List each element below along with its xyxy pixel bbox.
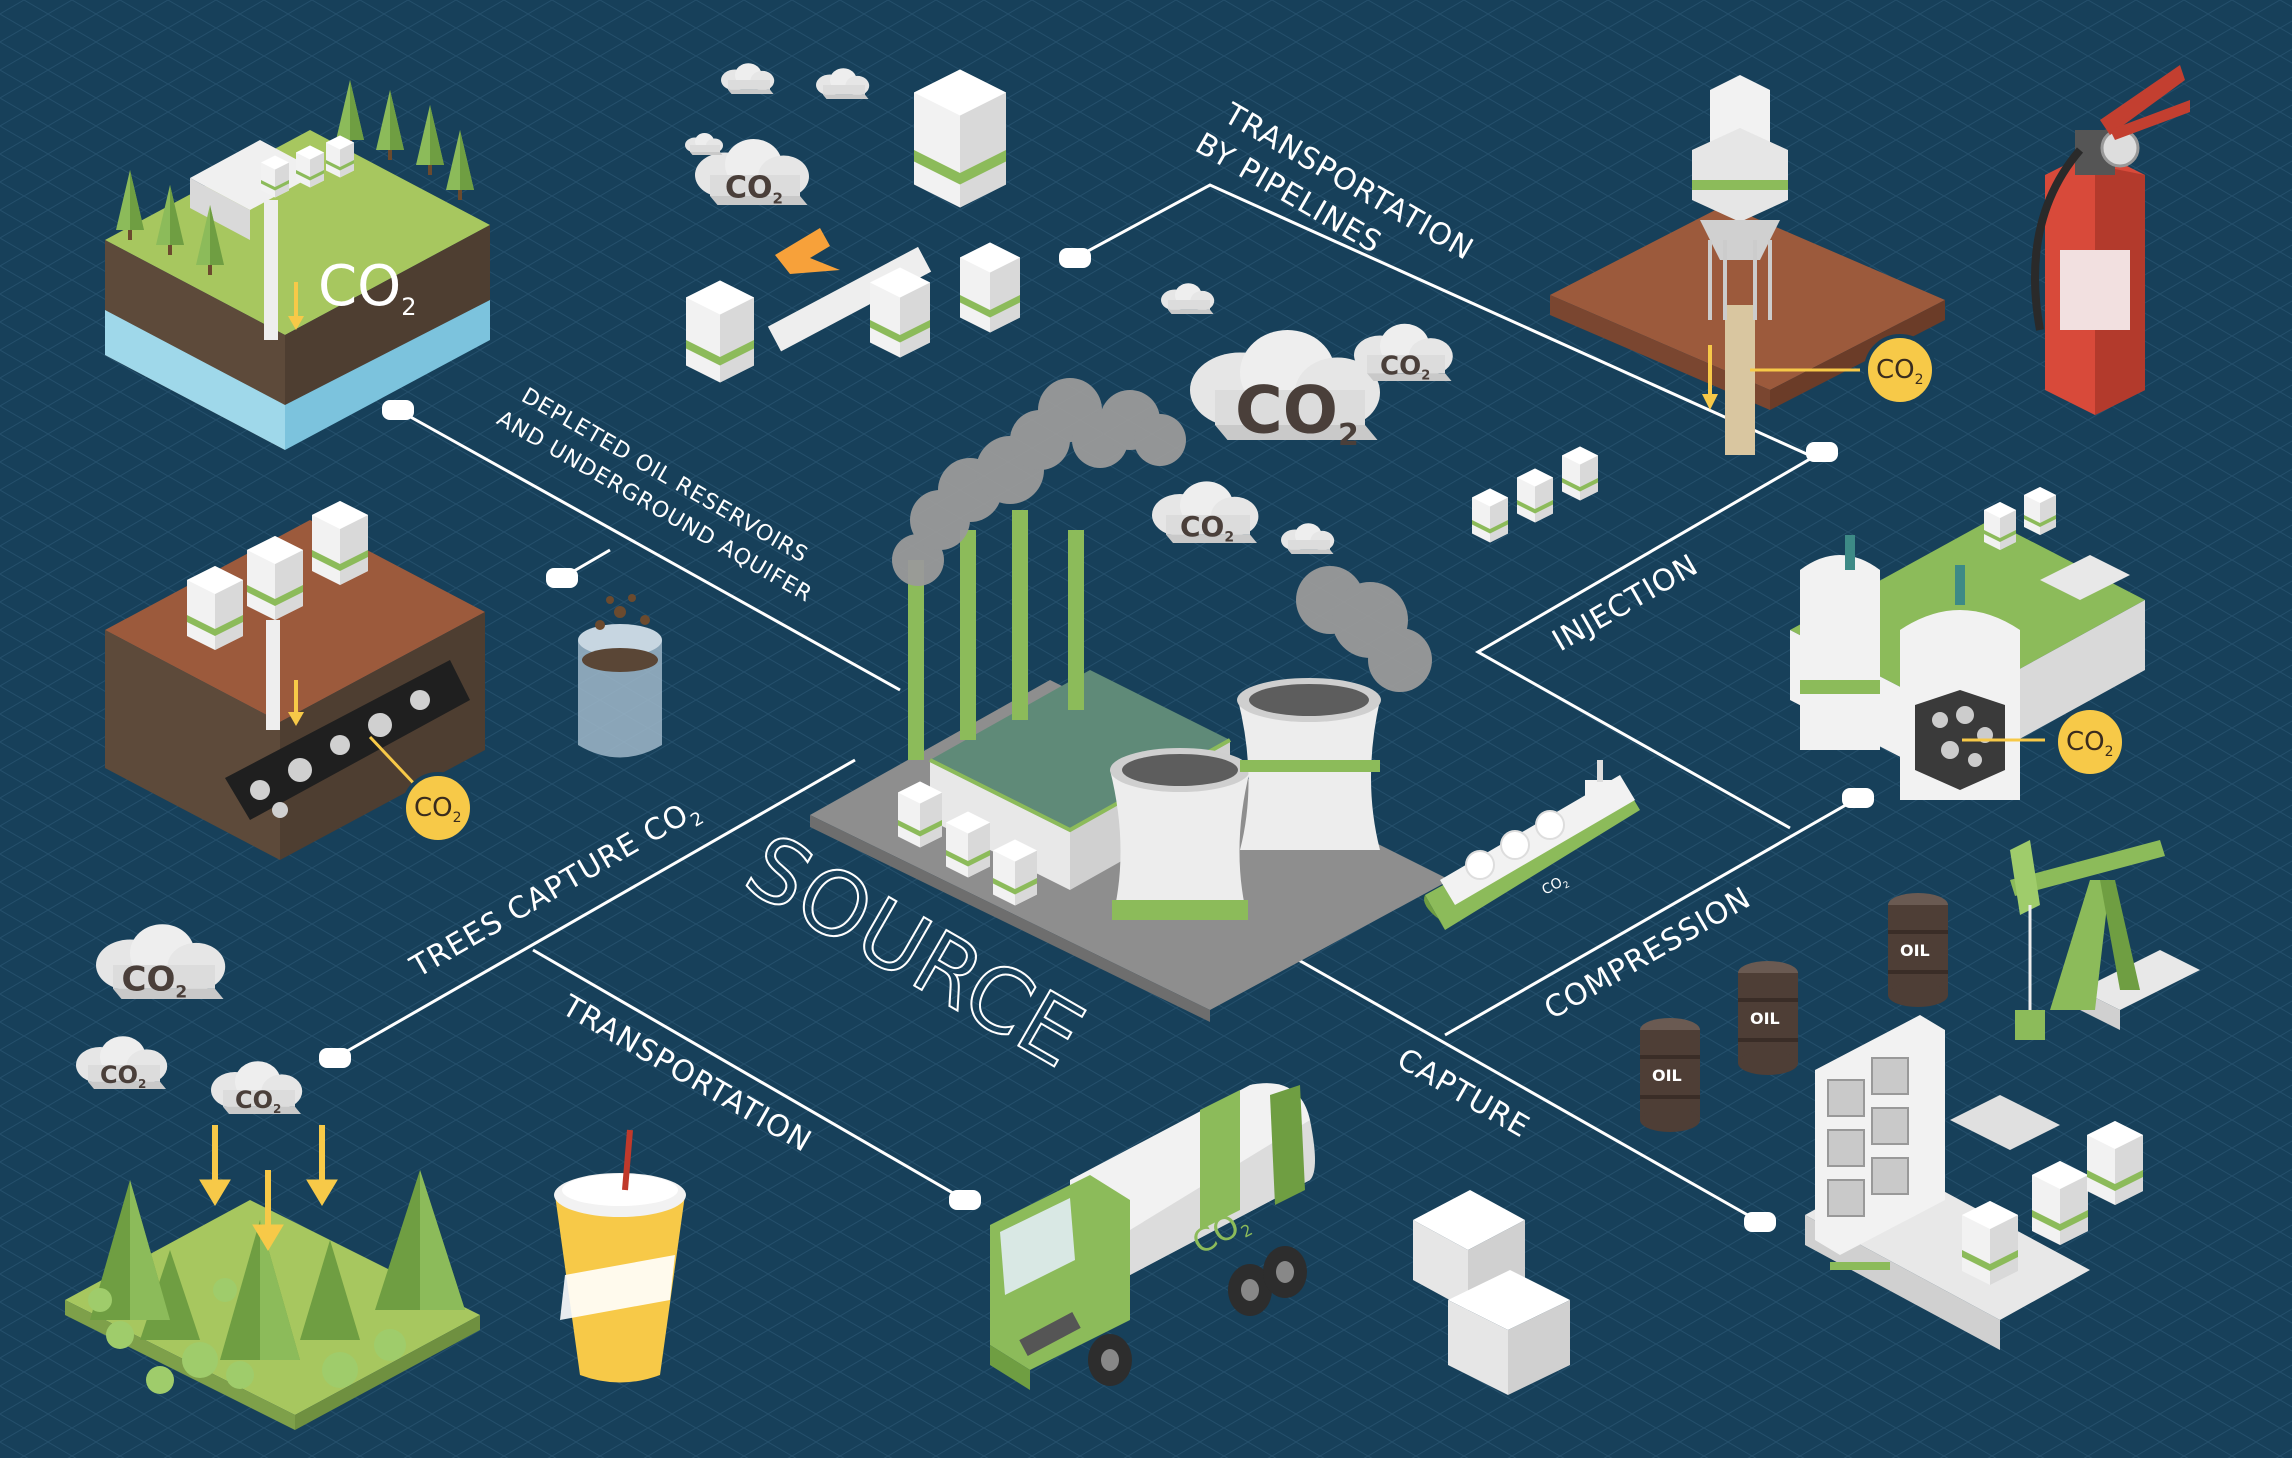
pipeline-storage-icon <box>686 69 1020 383</box>
storage-co2-label: CO <box>318 254 401 319</box>
cloud6-sub: 2 <box>1421 369 1430 384</box>
compression-co2-badge: CO2 <box>2054 706 2126 778</box>
cloud7-sub: 2 <box>1224 530 1234 546</box>
cloud-co2-icon: CO2 <box>1152 481 1259 546</box>
injection-co2-badge: CO2 <box>1864 334 1936 406</box>
underground-storage-icon: CO2 <box>105 80 490 450</box>
injection-badge-sub: 2 <box>1915 372 1924 388</box>
cloud-co2-icon: CO2 <box>695 139 809 208</box>
cloud3-sub: 2 <box>273 1102 281 1116</box>
cloud7-label: CO <box>1180 510 1224 543</box>
cloud4-sub: 2 <box>773 190 783 208</box>
node-injection <box>1806 442 1838 462</box>
cloud1-sub: 2 <box>175 982 187 1002</box>
connector-transportation <box>532 948 966 1202</box>
svg-text:CO2: CO2 <box>725 171 783 208</box>
connector-nodes <box>319 248 1874 1232</box>
ship-co2-sub: 2 <box>1562 880 1572 892</box>
cloud-co2-icon: CO2 <box>96 924 226 1003</box>
svg-text:CO2: CO2 <box>1180 510 1234 546</box>
reservoir-badge-label: CO <box>414 793 453 823</box>
injection-rig-icon: CO2 <box>1550 75 1945 455</box>
oil-barrel-icon: OIL <box>1640 1018 1700 1132</box>
cloud-co2-icon: CO2 <box>211 1061 303 1116</box>
cloud1-label: CO <box>122 960 176 1000</box>
barrel3-label: OIL <box>1900 941 1930 960</box>
cloud2-label: CO <box>100 1061 138 1089</box>
cooling-tower-2 <box>1237 678 1381 850</box>
cloud5-sub: 2 <box>1338 418 1359 453</box>
svg-text:CO2: CO2 <box>122 960 188 1003</box>
barrel2-label: OIL <box>1750 1009 1780 1028</box>
node-trees <box>319 1048 351 1068</box>
drink-cup-icon <box>554 1129 686 1383</box>
svg-text:CO2: CO2 <box>414 793 462 826</box>
svg-text:CO2: CO2 <box>1876 355 1924 388</box>
cloud-co2-icon: CO2 <box>1354 323 1453 384</box>
connector-trees <box>334 758 856 1060</box>
svg-text:CO2: CO2 <box>1380 352 1430 384</box>
trees-capture-icon <box>65 1125 480 1430</box>
compression-badge-label: CO <box>2066 727 2105 757</box>
node-depleted-left <box>382 400 414 420</box>
svg-text:CO2: CO2 <box>1235 374 1359 454</box>
node-capture <box>1744 1212 1776 1232</box>
node-depleted-right <box>546 568 578 588</box>
connector-compression <box>1444 796 1859 1037</box>
oil-reservoir-icon: CO2 <box>105 501 485 860</box>
cooling-tower-1 <box>1110 748 1250 920</box>
node-pipelines <box>1059 248 1091 268</box>
cloud6-label: CO <box>1380 352 1421 382</box>
cloud-co2-icon: CO2 <box>1190 330 1380 453</box>
oil-barrel-icon: OIL <box>1738 961 1798 1075</box>
compression-badge-sub: 2 <box>2105 744 2114 760</box>
node-transportation <box>949 1190 981 1210</box>
cloud4-label: CO <box>725 171 773 206</box>
svg-text:CO2: CO2 <box>2066 727 2114 760</box>
compression-plant-icon: CO2 <box>1790 487 2145 800</box>
dry-ice-cubes-icon <box>1413 1190 1570 1395</box>
connector-lines <box>334 183 1859 1224</box>
storage-co2-sub: 2 <box>401 293 416 321</box>
connector-capture <box>1294 956 1761 1224</box>
cloud3-label: CO <box>235 1086 273 1114</box>
svg-text:CO2: CO2 <box>235 1086 281 1116</box>
injection-badge-label: CO <box>1876 355 1915 385</box>
capture-plant-icon <box>1805 1015 2143 1350</box>
svg-text:CO2: CO2 <box>318 254 416 321</box>
fire-extinguisher-icon <box>2031 65 2190 415</box>
oil-barrel-icon: OIL <box>1888 893 1948 1007</box>
connector-pipelines <box>1074 183 1821 462</box>
reservoir-badge-sub: 2 <box>453 810 462 826</box>
connector-injection <box>1474 450 1823 830</box>
glass-jar-icon <box>578 594 662 758</box>
cloud-co2-icon: CO2 <box>76 1036 168 1091</box>
ship-icon: CO2 <box>1424 760 1640 930</box>
node-compression <box>1842 788 1874 808</box>
connector-depleted <box>397 408 901 692</box>
cloud5-label: CO <box>1235 374 1338 449</box>
tanker-truck-icon: CO2 <box>990 1083 1315 1390</box>
reservoir-co2-badge: CO2 <box>402 772 474 844</box>
svg-text:CO2: CO2 <box>100 1061 146 1091</box>
cloud2-sub: 2 <box>138 1077 146 1091</box>
barrel1-label: OIL <box>1652 1066 1682 1085</box>
oil-pump-icon <box>2010 840 2200 1040</box>
